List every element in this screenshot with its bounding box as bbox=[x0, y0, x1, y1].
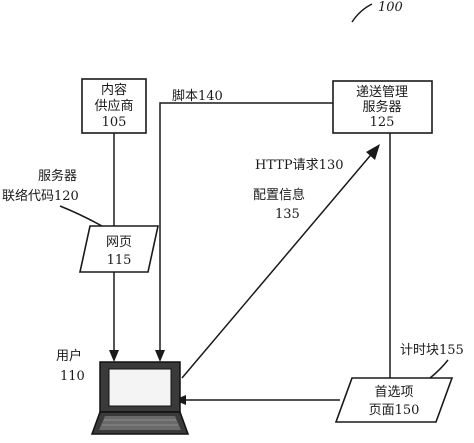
delivery-server-number: 125 bbox=[370, 115, 395, 130]
content-provider-number: 105 bbox=[102, 115, 127, 130]
figure-ref-leader bbox=[351, 3, 373, 23]
server-code-leader bbox=[59, 205, 103, 227]
webpage-arrowhead bbox=[109, 350, 119, 362]
content-provider-line2: 供应商 bbox=[94, 98, 133, 114]
laptop-icon bbox=[90, 361, 190, 435]
script-connector bbox=[159, 102, 333, 356]
config-info-line2: 135 bbox=[275, 207, 300, 222]
webpage-line1: 网页 bbox=[106, 235, 132, 250]
timer-block-label: 计时块155 bbox=[400, 343, 464, 358]
delivery-server-line2: 服务器 bbox=[362, 99, 401, 115]
user-label-line2: 110 bbox=[60, 369, 85, 384]
content-provider-line1: 内容 bbox=[101, 82, 127, 98]
content-provider-box bbox=[81, 78, 147, 134]
webpage-line2: 115 bbox=[107, 253, 132, 268]
http-request-arrowhead bbox=[366, 144, 380, 160]
user-label-line1: 用户 bbox=[56, 348, 82, 364]
http-request-connector bbox=[181, 149, 376, 379]
timer-block-leader bbox=[429, 359, 449, 379]
preferences-page-line1: 首选项 bbox=[374, 385, 413, 400]
delivery-server-box bbox=[332, 80, 433, 134]
server-code-line1: 服务器 bbox=[38, 168, 77, 184]
webpage-shape bbox=[79, 225, 159, 273]
figure-ref-label: 100 bbox=[378, 0, 403, 15]
preferences-page-line2: 页面150 bbox=[369, 403, 420, 418]
http-request-label: HTTP请求130 bbox=[255, 158, 343, 173]
preferences-page-shape bbox=[334, 377, 454, 423]
server-code-line2: 联络代码120 bbox=[2, 188, 79, 204]
script-arrowhead bbox=[155, 350, 165, 362]
config-info-line1: 配置信息 bbox=[253, 187, 305, 203]
script-label: 脚本140 bbox=[172, 88, 223, 104]
delivery-server-line1: 递送管理 bbox=[356, 85, 408, 100]
